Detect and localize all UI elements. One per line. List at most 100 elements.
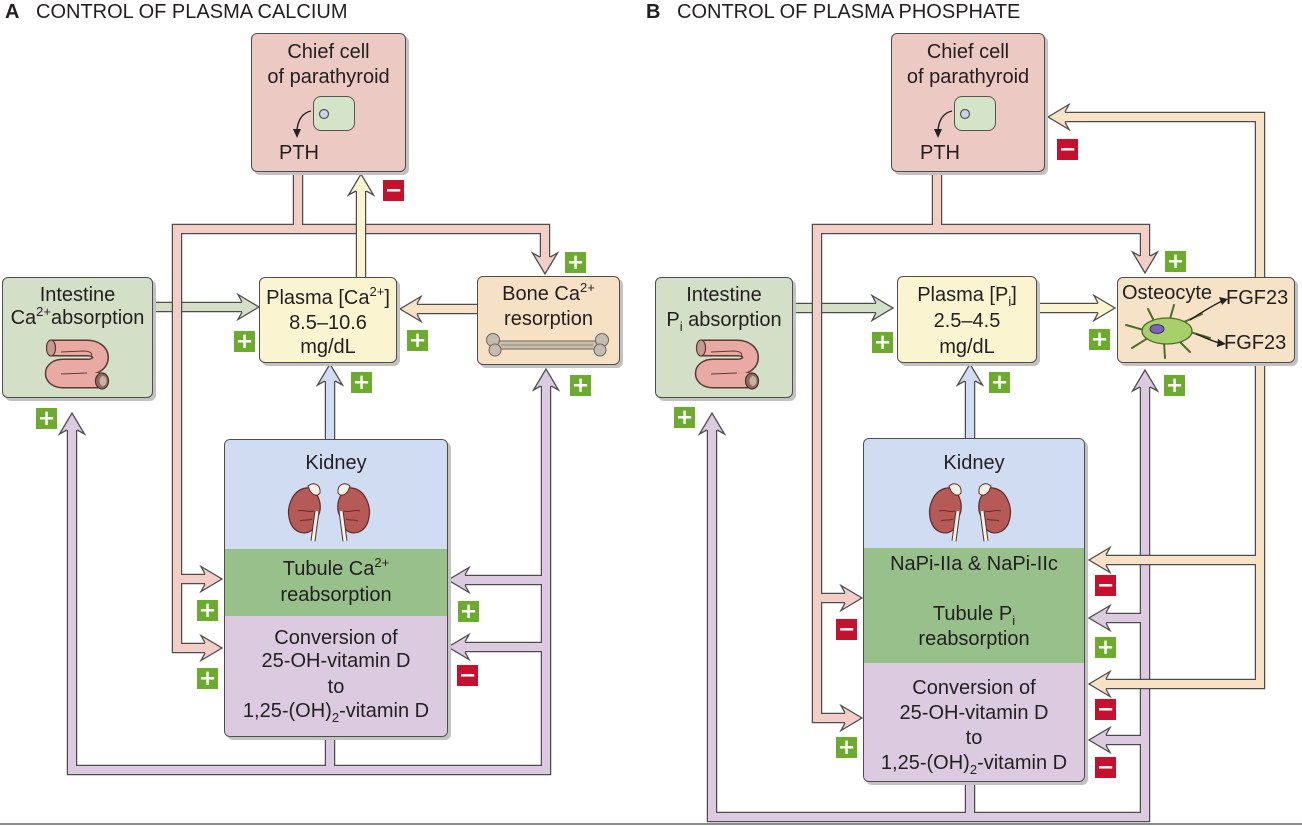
- ion-charge: 2+: [580, 280, 595, 295]
- tubule-label: Tubule Pi: [864, 602, 1084, 627]
- intestine-process-label: Ca2+absorption: [3, 304, 152, 330]
- transporters-label: NaPi-IIa & NaPi-IIc: [890, 553, 1058, 575]
- kidney-box-a: Kidney Tubule Ca2+ reabsorption Conversi…: [224, 439, 448, 737]
- chief-cell-label: Chief cell: [287, 41, 370, 63]
- arrowhead: [839, 703, 864, 733]
- arrows-vitamin-d-a: [57, 367, 561, 776]
- chief-cell-label-2: of parathyroid: [906, 66, 1030, 88]
- chief-cell-label-2: of parathyroid: [267, 66, 390, 88]
- product-suffix: -vitamin D: [339, 700, 430, 722]
- effect-badge-plasma-on-pth: −: [383, 178, 404, 202]
- effect-badge-vitamin-d-on-bone: +: [570, 373, 591, 397]
- panel-a-title: A CONTROL OF PLASMA CALCIUM: [5, 1, 348, 23]
- effect-badge-pth-on-osteocyte: +: [1165, 249, 1186, 273]
- arrowhead: [446, 632, 471, 662]
- chief-cell-box-b: Chief cell of parathyroid PTH: [891, 33, 1045, 172]
- plasma-normal-range: 2.5–4.5: [933, 310, 1001, 332]
- effect-badge-fgf23-on-pth: −: [1057, 137, 1078, 161]
- panel-b-letter: B: [646, 1, 661, 23]
- tubule-prefix: Tubule P: [932, 603, 1013, 625]
- panel-b-title-text: CONTROL OF PLASMA PHOSPHATE: [677, 1, 1021, 23]
- arrows-pth-a: [171, 172, 560, 663]
- effect-badge-pth-on-conversion: +: [836, 735, 857, 759]
- panel-a-title-text: CONTROL OF PLASMA CALCIUM: [36, 1, 348, 23]
- conversion-line-1: Conversion of: [912, 677, 1036, 699]
- product-prefix: 1,25-(OH): [880, 752, 970, 774]
- kidney-title: Kidney: [305, 452, 367, 474]
- intestine-box-a: Intestine Ca2+absorption: [2, 277, 153, 398]
- arrowhead: [57, 411, 87, 436]
- arrowhead: [1130, 368, 1160, 393]
- arrows-vitamin-d-b: [697, 368, 1160, 823]
- tubule-process: reabsorption: [918, 628, 1030, 650]
- effect-badge-vitamin-d-on-intestine: +: [674, 405, 695, 429]
- kidney-section: [864, 439, 1084, 548]
- ion-symbol: P: [666, 309, 680, 331]
- osteocyte-icon: [1125, 297, 1228, 359]
- arrowhead: [199, 564, 224, 594]
- conversion-line-3: to: [965, 727, 983, 749]
- arrowhead: [1087, 669, 1112, 699]
- product-subscript: 2: [969, 762, 978, 777]
- ion-charge: 2+: [369, 284, 385, 299]
- bone-process: resorption: [504, 308, 593, 330]
- effect-badge-kidney-on-plasma: +: [351, 370, 372, 394]
- conversion-product: 1,25-(OH)2-vitamin D: [225, 699, 447, 725]
- arrow-kidney-to-plasma-a: [315, 362, 345, 439]
- fgf23-label: FGF23: [1224, 332, 1287, 354]
- effect-badge-pth-on-conversion: +: [197, 666, 218, 690]
- bone-box-a: Bone Ca2+ resorption: [477, 276, 620, 365]
- kidney-icon: [287, 483, 371, 542]
- arrowhead: [199, 633, 224, 663]
- effect-badge-fgf23-on-tubule: −: [1095, 573, 1116, 597]
- intestine-box-b: Intestine Pi absorption: [655, 277, 793, 398]
- conversion-line-2: 25-OH-vitamin D: [261, 650, 411, 672]
- arrowhead: [1130, 250, 1160, 275]
- intestine-icon: [45, 339, 110, 390]
- plasma-label: Plasma [Ca2+]: [260, 284, 396, 311]
- product-prefix: 1,25-(OH): [242, 700, 332, 722]
- product-suffix: -vitamin D: [977, 752, 1068, 774]
- arrow-intestine-to-plasma-b: [793, 293, 895, 323]
- effect-badge-vitamin-d-on-osteocyte: +: [1164, 373, 1185, 397]
- product-subscript: 2: [331, 710, 340, 725]
- effect-badge-pth-on-bone: +: [565, 250, 586, 274]
- tubule-section: [864, 548, 1084, 663]
- conversion-line-1: Conversion of: [274, 627, 398, 649]
- plasma-label: Plasma [Pi]: [898, 282, 1036, 308]
- osteocyte-box: Osteocyte FGF23 FGF23: [1117, 277, 1295, 363]
- arrowhead: [1087, 725, 1112, 755]
- effect-badge-intestine-on-plasma: +: [234, 329, 255, 353]
- arrow-plasma-to-chief-cell-a: [346, 172, 376, 277]
- arrowhead: [1087, 545, 1112, 575]
- arrowhead: [530, 251, 560, 276]
- effect-badge-pth-on-tubule: +: [197, 598, 218, 622]
- effect-badge-vitamin-d-on-intestine: +: [36, 406, 57, 430]
- plasma-box-b: Plasma [Pi] 2.5–4.5 mg/dL: [897, 276, 1037, 363]
- pth-label: PTH: [279, 142, 319, 164]
- effect-badge-fgf23-on-conversion: −: [1095, 697, 1116, 721]
- tubule-process: reabsorption: [280, 584, 392, 606]
- ion-charge: 2+: [374, 555, 390, 570]
- kidney-box-b: Kidney NaPi-IIa & NaPi-IIc Tubule Pi rea…: [863, 438, 1085, 782]
- secretion-arrow-icon: [293, 108, 330, 138]
- plasma-suffix: ]: [1011, 284, 1017, 306]
- bone-icon: [486, 333, 609, 357]
- conversion-line-3: to: [327, 676, 345, 698]
- arrow-kidney-to-plasma-b: [955, 362, 985, 438]
- pth-label: PTH: [920, 142, 960, 164]
- arrowhead: [531, 367, 561, 392]
- panel-a-letter: A: [5, 1, 20, 23]
- arrow-plasma-to-osteocyte-b: [1037, 293, 1117, 323]
- effect-badge-pth-on-tubule: −: [836, 617, 857, 641]
- arrowhead: [1046, 102, 1071, 132]
- effect-badge-intestine-on-plasma: +: [872, 330, 893, 354]
- osteocyte-label: Osteocyte: [1122, 282, 1213, 304]
- ion-subscript: i: [1008, 294, 1012, 309]
- effect-badge-plasma-on-osteocyte: +: [1089, 327, 1110, 351]
- ion-symbol: Ca: [10, 307, 37, 329]
- ion-charge: 2+: [36, 304, 51, 319]
- conversion-section: [864, 663, 1084, 781]
